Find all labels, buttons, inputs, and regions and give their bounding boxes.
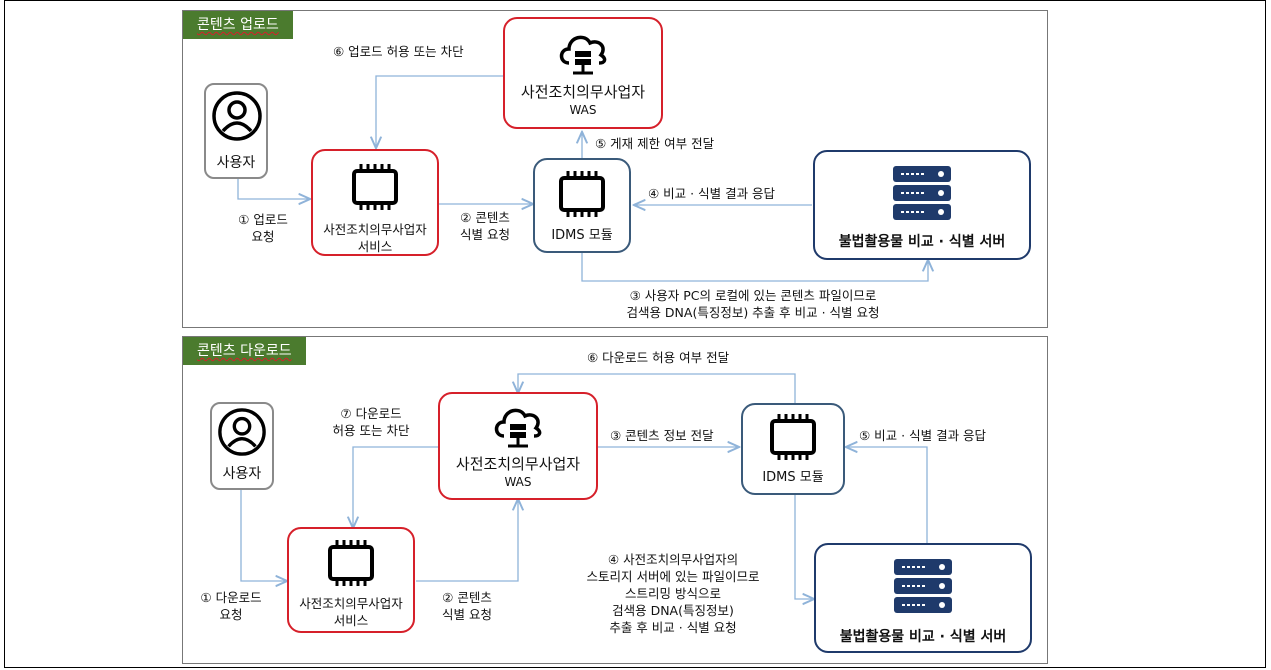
server-rack-icon xyxy=(894,559,952,613)
server-label: 불법촬용물 비교 · 식별 서버 xyxy=(839,629,1007,645)
chip-icon xyxy=(770,414,816,460)
step4-label: ④ 비교 · 식별 결과 응답 xyxy=(648,186,776,201)
idms-node: IDMS 모듈 xyxy=(533,158,631,253)
step5-label: ⑤ 비교 · 식별 결과 응답 xyxy=(859,428,987,443)
step5-label: ⑤ 게재 제한 여부 전달 xyxy=(595,136,715,151)
server-rack-icon xyxy=(893,166,951,220)
diagram-frame xyxy=(4,0,1266,668)
user-label: 사용자 xyxy=(216,155,256,171)
cloud-server-icon xyxy=(559,35,607,75)
server-node: 불법촬용물 비교 · 식별 서버 xyxy=(814,543,1032,653)
user-node: 사용자 xyxy=(204,83,268,179)
chip-icon xyxy=(352,164,398,210)
was-node: 사전조치의무사업자 WAS xyxy=(503,17,663,129)
was-node: 사전조치의무사업자 WAS xyxy=(438,392,598,500)
step6-label: ⑥ 다운로드 허용 여부 전달 xyxy=(587,350,730,365)
idms-label: IDMS 모듈 xyxy=(551,228,613,243)
chip-icon xyxy=(559,171,605,217)
upload-panel-title: 콘텐츠 업로드 xyxy=(183,11,293,39)
download-panel: 콘텐츠 다운로드 사용자 xyxy=(182,336,1048,664)
cloud-server-icon xyxy=(494,408,542,448)
server-label: 불법촬용물 비교 · 식별 서버 xyxy=(838,234,1006,250)
user-label: 사용자 xyxy=(222,466,262,482)
was-label: 사전조치의무사업자 WAS xyxy=(455,455,581,489)
user-icon xyxy=(218,408,266,456)
step3-label: ③ 콘텐츠 정보 전달 xyxy=(610,428,714,443)
user-icon xyxy=(212,91,262,141)
was-label: 사전조치의무사업자 WAS xyxy=(520,83,646,117)
idms-node: IDMS 모듈 xyxy=(741,403,845,495)
step6-label: ⑥ 업로드 허용 또는 차단 xyxy=(333,44,464,59)
upload-panel: 콘텐츠 업로드 사용자 xyxy=(182,10,1048,328)
user-node: 사용자 xyxy=(210,402,274,490)
chip-icon xyxy=(328,540,374,586)
idms-label: IDMS 모듈 xyxy=(762,470,824,485)
download-panel-title: 콘텐츠 다운로드 xyxy=(183,337,306,365)
server-node: 불법촬용물 비교 · 식별 서버 xyxy=(813,150,1031,260)
